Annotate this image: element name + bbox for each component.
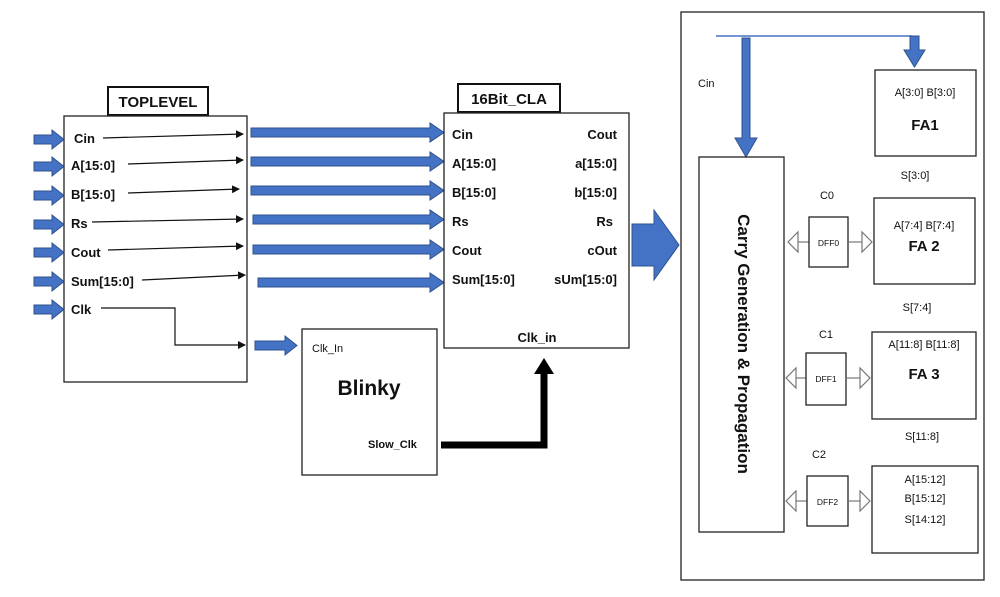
dff2-block xyxy=(806,475,849,527)
cla-output-rs: Rs xyxy=(596,214,613,229)
fa2-name: FA 2 xyxy=(908,238,939,255)
toplevel-port-b: B[15:0] xyxy=(71,187,115,202)
fa1-block xyxy=(874,69,977,157)
fa4-line2: B[15:12] xyxy=(905,493,946,505)
cla-input-b: B[15:0] xyxy=(452,185,496,200)
cla-clk-in-label: Clk_in xyxy=(517,330,556,345)
fa1-name: FA1 xyxy=(911,117,939,134)
input-arrow-icon xyxy=(33,241,65,264)
right-arrow-icon xyxy=(859,489,871,513)
slow-clk-wire xyxy=(441,372,548,449)
dff1-label: DFF1 xyxy=(815,374,837,384)
bus-arrow-icon xyxy=(252,239,445,260)
cla-input-labels: Cin A[15:0] B[15:0] Rs Cout Sum[15:0] xyxy=(452,127,515,287)
wire-sum xyxy=(141,271,246,281)
carry-generation-label: Carry Generation & Propagation xyxy=(734,214,753,474)
right-arrow-icon xyxy=(859,366,871,390)
wire-b xyxy=(127,185,240,194)
cla-output-cout2: cOut xyxy=(587,243,617,258)
fa3-inputs: A[11:8] B[11:8] xyxy=(888,339,959,351)
cin-down-arrow-icon xyxy=(903,35,926,68)
bus-arrow-icon xyxy=(257,272,445,293)
cla-title: 16Bit_CLA xyxy=(471,91,547,108)
dff2-label: DFF2 xyxy=(817,497,839,507)
cla-block xyxy=(443,112,630,349)
fa2-block xyxy=(873,197,976,285)
toplevel-port-clk: Clk xyxy=(71,302,92,317)
input-arrow-icon xyxy=(33,298,65,321)
wire-cin xyxy=(102,130,244,139)
fa1-inputs: A[3:0] B[3:0] xyxy=(895,87,956,99)
fa4-block xyxy=(871,465,979,554)
toplevel-title-box xyxy=(107,86,209,116)
carry-label-c1: C1 xyxy=(819,329,833,341)
toplevel-port-cin: Cin xyxy=(74,131,95,146)
sum-label-s11: S[11:8] xyxy=(905,431,939,443)
fa4-line3: S[14:12] xyxy=(905,514,946,526)
cla-output-a: a[15:0] xyxy=(575,156,617,171)
toplevel-title: TOPLEVEL xyxy=(119,94,198,111)
blinky-slow-clk-label: Slow_Clk xyxy=(368,439,418,451)
input-arrow-icon xyxy=(33,270,65,293)
dff1-block xyxy=(805,352,847,406)
input-arrow-icon xyxy=(33,128,65,151)
expand-arrow-icon xyxy=(631,208,680,282)
toplevel-input-arrows xyxy=(33,128,65,321)
cla-input-a: A[15:0] xyxy=(452,156,496,171)
toplevel-port-sum: Sum[15:0] xyxy=(71,274,134,289)
fa3-block xyxy=(871,331,977,420)
bus-arrow-icon xyxy=(250,180,445,201)
sum-label-s7: S[7:4] xyxy=(903,302,932,314)
cin-carry-arrow-icon xyxy=(734,37,758,158)
toplevel-port-cout: Cout xyxy=(71,245,101,260)
wire-cout xyxy=(107,242,244,251)
cla-input-rs: Rs xyxy=(452,214,469,229)
cla-input-sum: Sum[15:0] xyxy=(452,272,515,287)
toplevel-internal-wires xyxy=(91,130,246,349)
blinky-block xyxy=(301,328,438,476)
dff0-block xyxy=(808,216,849,268)
toplevel-port-rs: Rs xyxy=(71,216,88,231)
bus-arrow-icon xyxy=(250,122,445,143)
bus-arrows xyxy=(250,122,445,357)
toplevel-port-labels: Cin A[15:0] B[15:0] Rs Cout Sum[15:0] Cl… xyxy=(71,131,134,317)
input-arrow-icon xyxy=(33,213,65,236)
cla-output-labels: Cout a[15:0] b[15:0] Rs cOut sUm[15:0] xyxy=(554,127,618,287)
wire-rs xyxy=(91,215,244,224)
cla-output-sum: sUm[15:0] xyxy=(554,272,617,287)
bus-arrow-icon xyxy=(252,209,445,230)
blinky-clk-in-label: Clk_In xyxy=(312,343,343,355)
slow-clk-arrowhead-icon xyxy=(534,358,554,374)
blinky-title: Blinky xyxy=(337,377,400,400)
carry-generation-block xyxy=(698,156,785,533)
input-arrow-icon xyxy=(33,184,65,207)
fa4-line1: A[15:12] xyxy=(905,474,946,486)
cla-output-cout: Cout xyxy=(587,127,617,142)
input-arrow-icon xyxy=(33,155,65,178)
toplevel-port-a: A[15:0] xyxy=(71,158,115,173)
cla-input-cout: Cout xyxy=(452,243,482,258)
sum-label-s3: S[3:0] xyxy=(901,170,930,182)
wire-a xyxy=(127,156,244,165)
cla-output-b: b[15:0] xyxy=(574,185,617,200)
wire-clk xyxy=(101,307,246,349)
cla-title-box xyxy=(457,83,561,113)
right-arrow-icon xyxy=(861,230,873,254)
clk-in-arrow-icon xyxy=(254,334,298,357)
dff0-label: DFF0 xyxy=(818,238,840,248)
cla-input-cin: Cin xyxy=(452,127,473,142)
fa3-name: FA 3 xyxy=(908,366,939,383)
carry-label-c2: C2 xyxy=(812,449,826,461)
detail-cin-label: Cin xyxy=(698,78,715,90)
bus-arrow-icon xyxy=(250,151,445,172)
carry-label-c0: C0 xyxy=(820,190,834,202)
fa2-inputs: A[7:4] B[7:4] xyxy=(894,220,955,232)
